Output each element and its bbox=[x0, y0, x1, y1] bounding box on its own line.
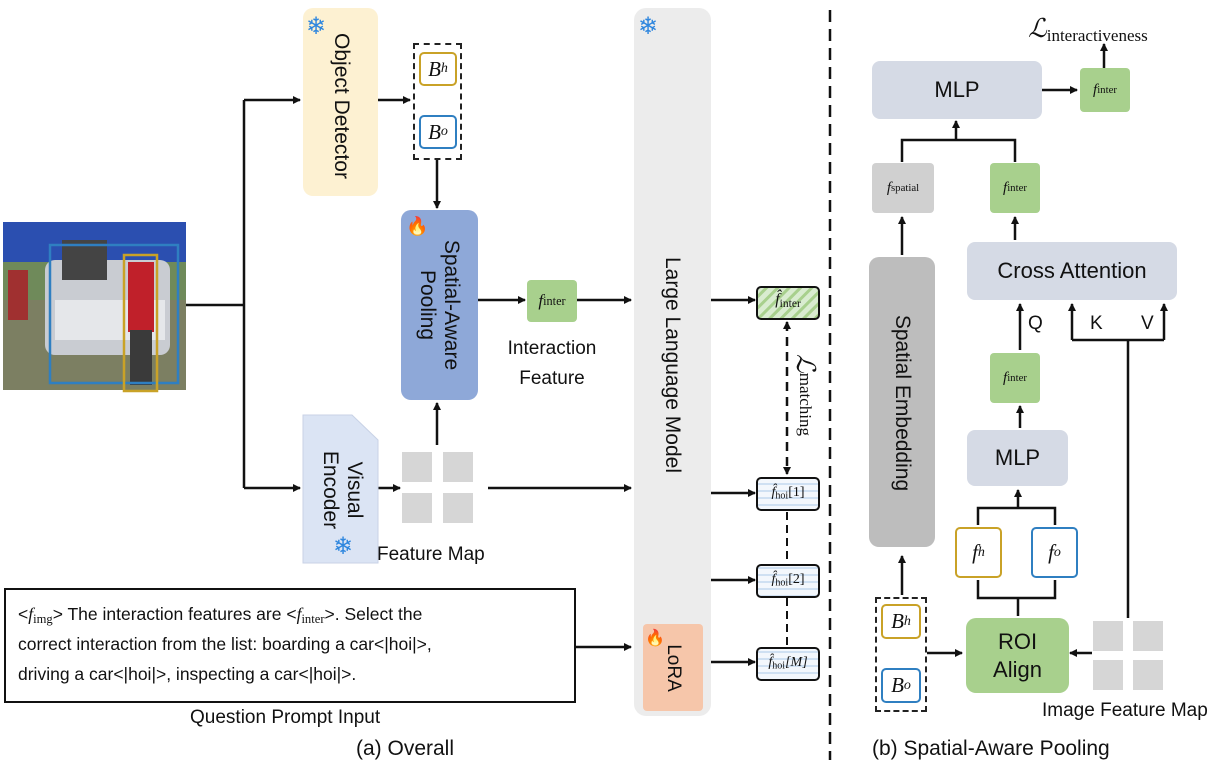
question-prompt-box bbox=[4, 588, 576, 703]
mlp-mid-block: MLP bbox=[967, 430, 1068, 486]
lora-label: LoRA bbox=[662, 644, 684, 692]
f-hoi-2-box bbox=[756, 564, 820, 598]
spatial-pooling-label: Spatial-Aware Pooling bbox=[416, 239, 464, 371]
box-group-a bbox=[413, 43, 462, 160]
fire-icon: 🔥 bbox=[406, 216, 429, 236]
image-feature-map-grid bbox=[1093, 621, 1163, 690]
cross-attention-block: Cross Attention bbox=[967, 242, 1177, 300]
q-label: Q bbox=[1028, 313, 1043, 334]
f-inter-hat-box bbox=[756, 286, 820, 320]
spatial-embedding-label: Spatial Embedding bbox=[891, 314, 915, 492]
llm-block bbox=[634, 8, 711, 716]
llm-label: Large Language Model bbox=[661, 256, 685, 473]
input-photo bbox=[3, 222, 186, 393]
feature-map-grid bbox=[402, 452, 473, 523]
f-hoi-m-box bbox=[756, 647, 820, 681]
k-label: K bbox=[1090, 313, 1103, 334]
f-hoi-1-label: f̂hoi[1] bbox=[771, 485, 805, 502]
lora-block bbox=[643, 624, 703, 711]
caption-pooling: (b) Spatial-Aware Pooling bbox=[872, 737, 1110, 760]
v-label: V bbox=[1141, 313, 1154, 334]
prompt-line-2: correct interaction from the list: board… bbox=[18, 634, 432, 654]
spatial-pooling-block bbox=[401, 210, 478, 400]
loss-interactiveness-label: ℒinteractiveness bbox=[1028, 14, 1148, 45]
feature-map-label: Feature Map bbox=[377, 544, 485, 565]
f-hoi-m-label: f̂hoi[M] bbox=[768, 655, 808, 672]
f-inter-hat-label: f̂inter bbox=[775, 291, 801, 310]
snowflake-icon: ❄ bbox=[306, 13, 327, 40]
visual-encoder-label: Visual Encoder bbox=[319, 450, 367, 530]
box-group-b bbox=[875, 597, 927, 712]
question-prompt-caption: Question Prompt Input bbox=[190, 707, 381, 728]
object-detector-label: Object Detector bbox=[330, 33, 354, 179]
interaction-feature-label: Interaction Feature bbox=[507, 338, 597, 390]
visual-encoder-shape bbox=[302, 414, 379, 564]
caption-overall: (a) Overall bbox=[356, 737, 455, 760]
image-feature-map-label: Image Feature Map bbox=[1042, 700, 1208, 721]
fire-icon: 🔥 bbox=[645, 630, 665, 647]
mlp-top-block: MLP bbox=[872, 61, 1042, 119]
snowflake-icon: ❄ bbox=[333, 533, 354, 560]
snowflake-icon: ❄ bbox=[638, 13, 659, 40]
prompt-line-1: <fimg> The interaction features are <fin… bbox=[18, 604, 423, 627]
object-detector-block bbox=[303, 8, 378, 196]
f-hoi-1-box bbox=[756, 477, 820, 511]
prompt-line-3: driving a car<|hoi|>, inspecting a car<|… bbox=[18, 664, 357, 684]
spatial-embedding-block bbox=[869, 257, 935, 547]
f-hoi-2-label: f̂hoi[2] bbox=[771, 572, 805, 589]
